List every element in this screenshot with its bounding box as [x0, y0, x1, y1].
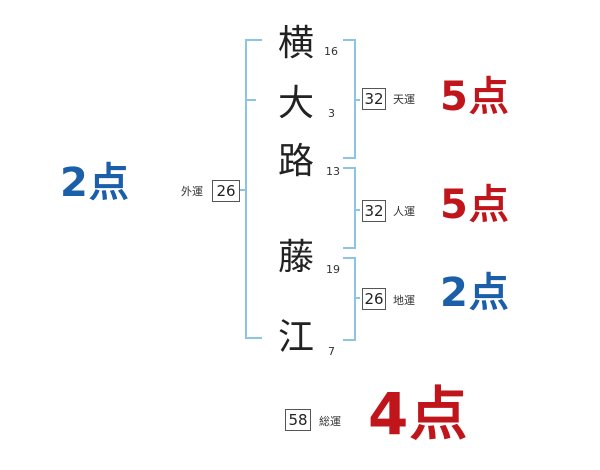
gaiun-label: 外運	[181, 185, 203, 198]
gaiun-bracket	[245, 39, 262, 339]
name-char-1-strokes: 16	[324, 45, 338, 58]
jinun-value-box: 32	[362, 200, 386, 222]
tenun-bracket	[343, 39, 356, 159]
name-char-5: 江	[277, 317, 314, 358]
tenun-value-box: 32	[362, 88, 386, 110]
name-char-3-strokes: 13	[326, 165, 340, 178]
chiun-bracket	[343, 257, 356, 341]
chiun-score: 2点	[440, 270, 510, 316]
name-char-2: 大	[277, 83, 314, 124]
gaiun-score: 2点	[60, 160, 130, 206]
name-char-4-strokes: 19	[326, 263, 340, 276]
chiun-value-box: 26	[362, 288, 386, 310]
souun-label: 総運	[319, 415, 341, 428]
souun-value-box: 58	[285, 409, 311, 431]
name-char-3: 路	[277, 141, 314, 182]
tenun-label: 天運	[393, 93, 415, 106]
chiun-label: 地運	[393, 294, 415, 307]
name-char-4: 藤	[277, 237, 314, 278]
jinun-score: 5点	[440, 182, 510, 228]
jinun-label: 人運	[393, 205, 415, 218]
name-char-1: 横	[277, 23, 314, 64]
name-char-2-strokes: 3	[328, 107, 335, 120]
name-char-5-strokes: 7	[328, 345, 335, 358]
gaiun-value-box: 26	[212, 180, 240, 202]
tenun-score: 5点	[440, 74, 510, 120]
souun-score: 4点	[368, 380, 469, 448]
jinun-bracket	[343, 167, 356, 249]
